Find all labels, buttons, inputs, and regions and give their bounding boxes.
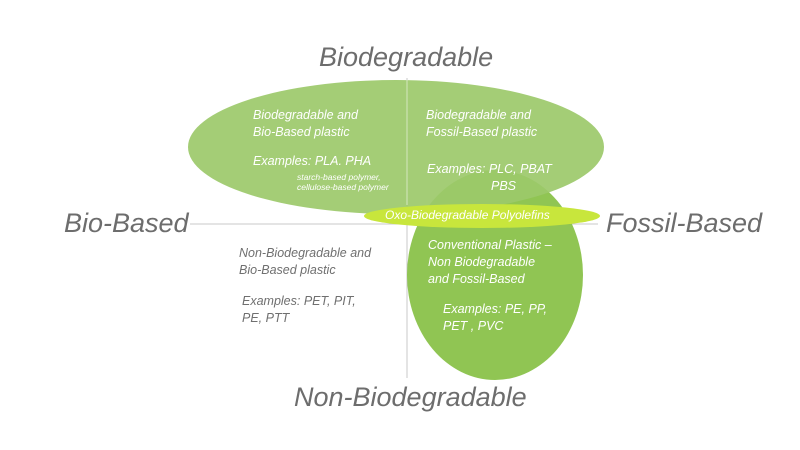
quadrant-top-left-note: starch-based polymer, cellulose-based po… [297, 172, 389, 192]
bottom-left-examples-line1: Examples: PET, PIT, [242, 294, 356, 308]
axis-label-right: Fossil-Based [606, 208, 763, 238]
top-ellipse [188, 80, 604, 214]
top-left-note-line2: cellulose-based polymer [297, 182, 389, 192]
quadrant-bottom-right-examples: Examples: PE, PP, PET , PVC [443, 301, 547, 335]
quadrant-top-right-examples: Examples: PLC, PBAT PBS [427, 161, 552, 195]
quadrant-bottom-right-text: Conventional Plastic – Non Biodegradable… [428, 237, 552, 288]
top-right-title-line1: Biodegradable and [426, 108, 531, 122]
axis-label-bottom: Non-Biodegradable [294, 382, 527, 412]
oxo-band-label: Oxo-Biodegradable Polyolefins [385, 208, 550, 222]
bottom-left-examples-line2: PE, PTT [242, 311, 290, 325]
top-left-title-line1: Biodegradable and [253, 108, 358, 122]
axis-label-left: Bio-Based [64, 208, 189, 238]
bottom-left-title-line1: Non-Biodegradable and [239, 246, 372, 260]
bottom-right-examples-line2: PET , PVC [443, 319, 504, 333]
quadrant-top-left-text: Biodegradable and Bio-Based plastic Exam… [253, 107, 371, 170]
bottom-right-title-line3: and Fossil-Based [428, 272, 525, 286]
bottom-right-title-line2: Non Biodegradable [428, 255, 536, 269]
top-right-examples-line1: Examples: PLC, PBAT [427, 162, 552, 176]
oxo-band-ellipse [364, 204, 600, 228]
top-right-examples-line2: PBS [491, 179, 517, 193]
top-left-title-line2: Bio-Based plastic [253, 125, 350, 139]
axis-label-top: Biodegradable [319, 42, 494, 72]
quadrant-top-right-text: Biodegradable and Fossil-Based plastic [426, 107, 537, 141]
top-right-title-line2: Fossil-Based plastic [426, 125, 538, 139]
bottom-right-examples-line1: Examples: PE, PP, [443, 302, 547, 316]
bottom-right-title-line1: Conventional Plastic – [428, 238, 552, 252]
quadrant-bottom-left-text: Non-Biodegradable and Bio-Based plastic [239, 245, 371, 279]
quadrant-bottom-left-examples: Examples: PET, PIT, PE, PTT [242, 293, 356, 327]
bottom-left-title-line2: Bio-Based plastic [239, 263, 336, 277]
top-left-examples: Examples: PLA. PHA [253, 154, 372, 168]
top-left-note-line1: starch-based polymer, [297, 172, 381, 182]
